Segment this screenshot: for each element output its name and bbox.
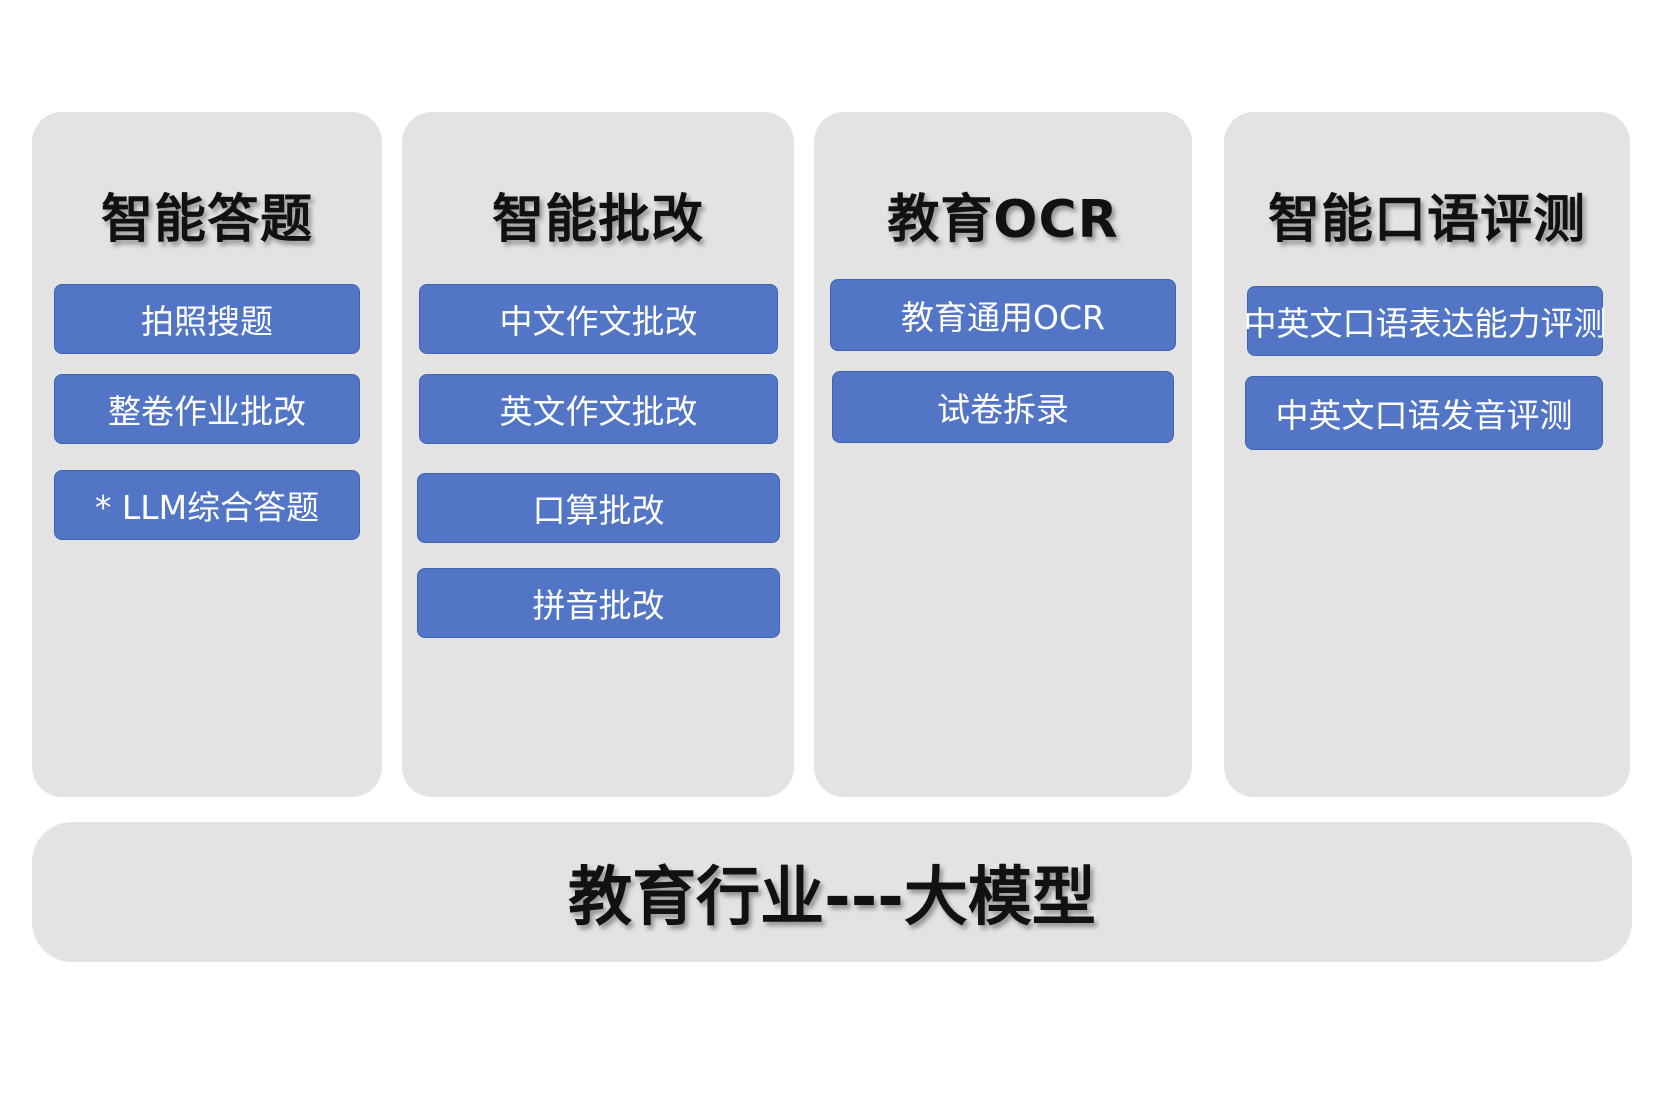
item-pronunciation-assessment[interactable]: 中英文口语发音评测 xyxy=(1245,376,1603,450)
column-title: 智能批改 xyxy=(491,190,704,250)
base-title: 教育行业---大模型 xyxy=(568,861,1096,935)
item-pinyin-grading[interactable]: 拼音批改 xyxy=(417,568,780,638)
item-general-ocr[interactable]: 教育通用OCR xyxy=(830,279,1176,351)
item-chinese-essay-grading[interactable]: 中文作文批改 xyxy=(419,284,778,354)
item-mental-math-grading[interactable]: 口算批改 xyxy=(417,473,780,543)
column-education-ocr: 教育OCR 教育通用OCR 试卷拆录 xyxy=(814,112,1192,797)
column-intelligent-answering: 智能答题 拍照搜题 整卷作业批改 * LLM综合答题 xyxy=(32,112,382,797)
item-full-paper-grading[interactable]: 整卷作业批改 xyxy=(54,374,360,444)
item-oral-expression-assessment[interactable]: 中英文口语表达能力评测 xyxy=(1244,286,1607,356)
item-paper-digitization[interactable]: 试卷拆录 xyxy=(832,371,1174,443)
column-title: 智能口语评测 xyxy=(1267,190,1586,250)
column-intelligent-grading: 智能批改 中文作文批改 英文作文批改 口算批改 拼音批改 xyxy=(402,112,794,797)
column-title: 教育OCR xyxy=(887,190,1119,250)
base-foundation-model: 教育行业---大模型 xyxy=(32,822,1632,962)
item-llm-answering[interactable]: * LLM综合答题 xyxy=(54,470,360,540)
column-oral-assessment: 智能口语评测 中英文口语表达能力评测 中英文口语发音评测 xyxy=(1224,112,1630,797)
column-title: 智能答题 xyxy=(100,190,313,250)
item-english-essay-grading[interactable]: 英文作文批改 xyxy=(419,374,778,444)
item-photo-search[interactable]: 拍照搜题 xyxy=(54,284,360,354)
